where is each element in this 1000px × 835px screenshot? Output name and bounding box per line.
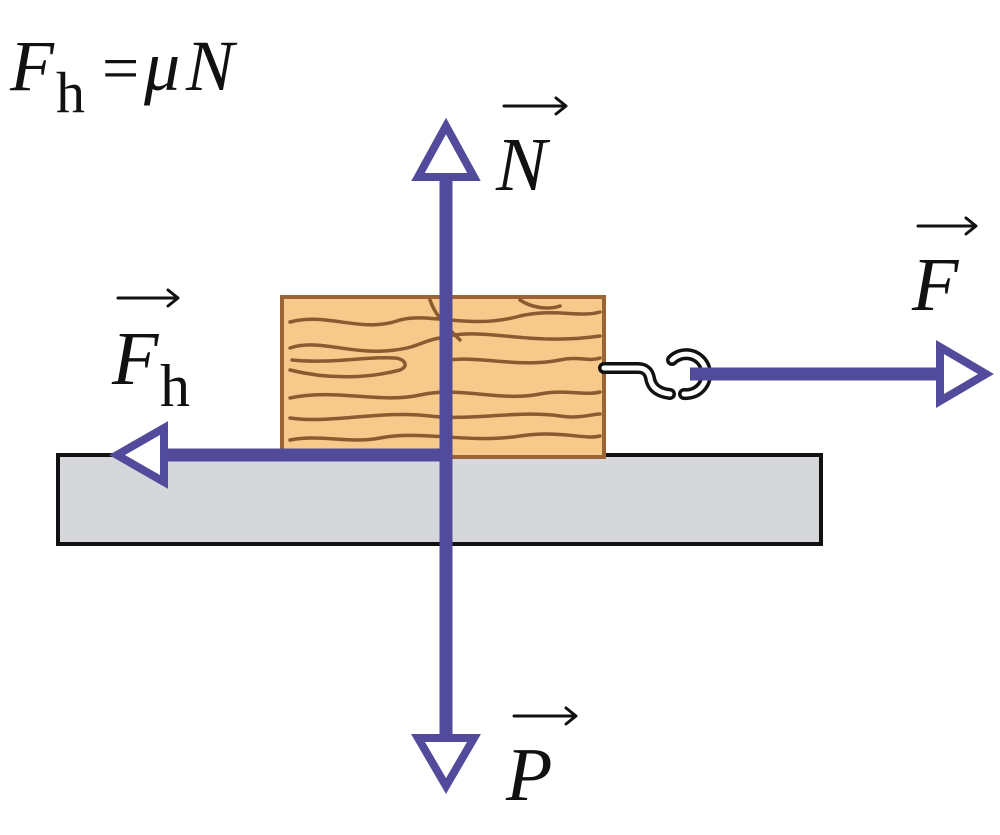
formula-lhs-symbol: F [9, 26, 55, 106]
normal-force-label: N [495, 96, 568, 207]
weight-force-arrow [411, 455, 481, 794]
applied-force-arrow [690, 340, 994, 408]
friction-vector-arrow-icon [116, 288, 180, 308]
formula-equals: = [102, 32, 139, 105]
applied-label-symbol: F [911, 243, 960, 327]
hook [598, 348, 713, 401]
applied-force-label: F [911, 216, 978, 327]
weight-force-label: P [505, 706, 578, 817]
normal-arrowhead [411, 117, 481, 181]
normal-force-arrow [411, 117, 481, 455]
weight-arrowhead [411, 734, 481, 794]
friction-label-subscript: h [160, 353, 190, 419]
formula-mu: μ [143, 26, 180, 106]
friction-force-label: F h [111, 288, 190, 419]
weight-vector-arrow-icon [512, 706, 578, 726]
applied-arrowhead [936, 340, 994, 408]
weight-label-symbol: P [505, 733, 552, 817]
formula-lhs-subscript: h [56, 60, 85, 125]
formula-rhs-symbol: N [185, 26, 238, 106]
friction-label-symbol: F [111, 317, 160, 401]
wood-grain-lines [288, 298, 602, 442]
friction-arrowhead [108, 421, 168, 489]
normal-vector-arrow-icon [502, 96, 568, 116]
friction-force-arrow [108, 421, 446, 489]
applied-vector-arrow-icon [916, 216, 978, 236]
force-arrows [108, 117, 994, 794]
friction-formula: F h = μ N [9, 26, 238, 125]
normal-label-symbol: N [495, 123, 551, 207]
